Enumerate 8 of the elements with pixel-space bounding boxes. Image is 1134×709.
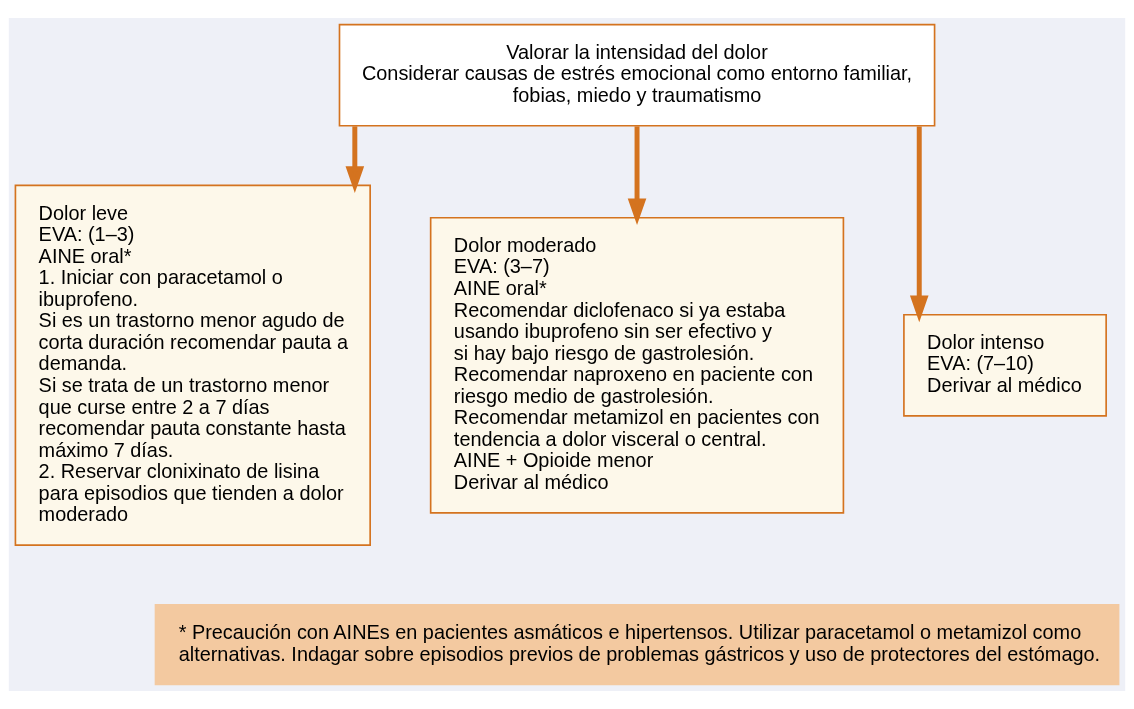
- node-box: Dolor intenso EVA: (7–10) Derivar al médico: [903, 313, 1107, 417]
- arrow: [627, 126, 647, 225]
- node-box: * Precaución con AINEs en pacientes asmáticos e hipertensos. Utilizar paracetamol o metamizol como alternativas. Indagar sobre episodios previos de problemas gástricos y uso de protectores del estómago.: [154, 603, 1120, 686]
- node-box: Valorar la intensidad del dolor Considerar causas de estrés emocional como entorno familiar, fobias, miedo y traumatismo: [338, 23, 936, 127]
- node-box: Dolor leve EVA: (1–3) AINE oral* 1. Iniciar con paracetamol o ibuprofeno. Si es un trastorno menor agudo de corta duración recomendar pauta a demanda. Si se trata de un trastorno menor que curse entre 2 a 7 días recomendar pauta constante hasta máximo 7 días. 2. Reservar clonixinato de lisina para episodios que tienden a dolor moderado: [14, 184, 371, 546]
- arrow: [345, 126, 365, 193]
- arrow: [909, 126, 929, 323]
- node-box: Dolor moderado EVA: (3–7) AINE oral* Recomendar diclofenaco si ya estaba usando ibuprofeno sin ser efectivo y si hay bajo riesgo de gastrolesión. Recomendar naproxeno en paciente con riesgo medio de gastrolesión. Recomendar metamizol en pacientes con tendencia a dolor visceral o central. AINE + Opioide menor Derivar al médico: [429, 216, 845, 514]
